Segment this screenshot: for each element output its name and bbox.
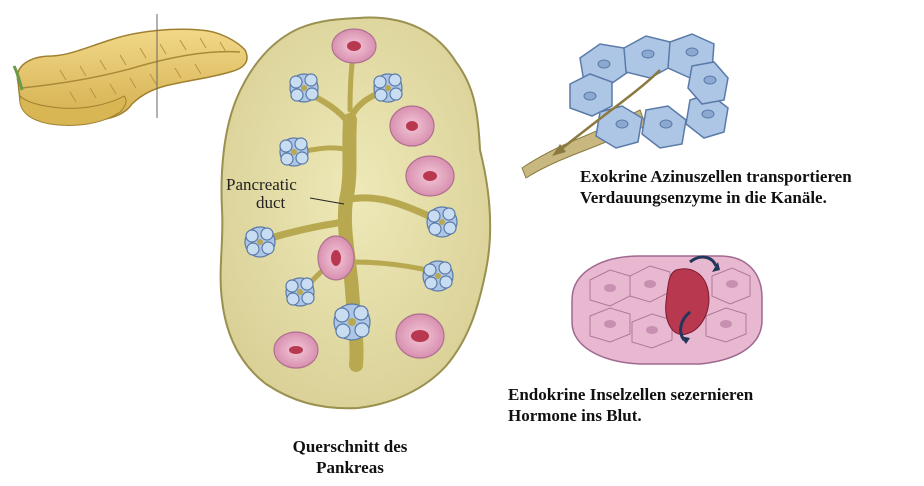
pancreatic-duct-label: Pancreatic duct	[226, 176, 297, 212]
exocrine-caption-line1: Exokrine Azinuszellen transportieren	[580, 166, 852, 187]
acinus-cluster	[374, 74, 402, 102]
islet	[406, 156, 454, 196]
acinus-cluster	[290, 74, 318, 102]
acinus-cluster	[245, 227, 275, 257]
duct-label-line2: duct	[226, 194, 297, 212]
pancreas-cross-section	[221, 18, 491, 409]
cross-section-caption: Querschnitt des Pankreas	[250, 436, 450, 478]
acinus-closeup-illustration	[522, 34, 728, 178]
acinus-cluster	[280, 138, 308, 166]
pancreas-organ-illustration	[14, 14, 247, 126]
islet-closeup-illustration	[572, 256, 762, 364]
endocrine-caption: Endokrine Inselzellen sezernieren Hormon…	[508, 384, 753, 426]
cross-section-caption-line1: Querschnitt des	[250, 436, 450, 457]
acinus-cluster	[427, 207, 457, 237]
exocrine-caption: Exokrine Azinuszellen transportieren Ver…	[580, 166, 852, 208]
cross-section-caption-line2: Pankreas	[250, 457, 450, 478]
endocrine-caption-line1: Endokrine Inselzellen sezernieren	[508, 384, 753, 405]
islet	[390, 106, 434, 146]
islet	[318, 236, 354, 280]
exocrine-caption-line2: Verdauungsenzyme in die Kanäle.	[580, 187, 852, 208]
acinus-cluster	[334, 304, 370, 340]
islet	[332, 29, 376, 63]
acinus-cluster	[423, 261, 453, 291]
endocrine-caption-line2: Hormone ins Blut.	[508, 405, 753, 426]
islet	[396, 314, 444, 358]
acinus-cluster	[286, 278, 314, 306]
islet	[274, 332, 318, 368]
duct-label-line1: Pancreatic	[226, 176, 297, 194]
